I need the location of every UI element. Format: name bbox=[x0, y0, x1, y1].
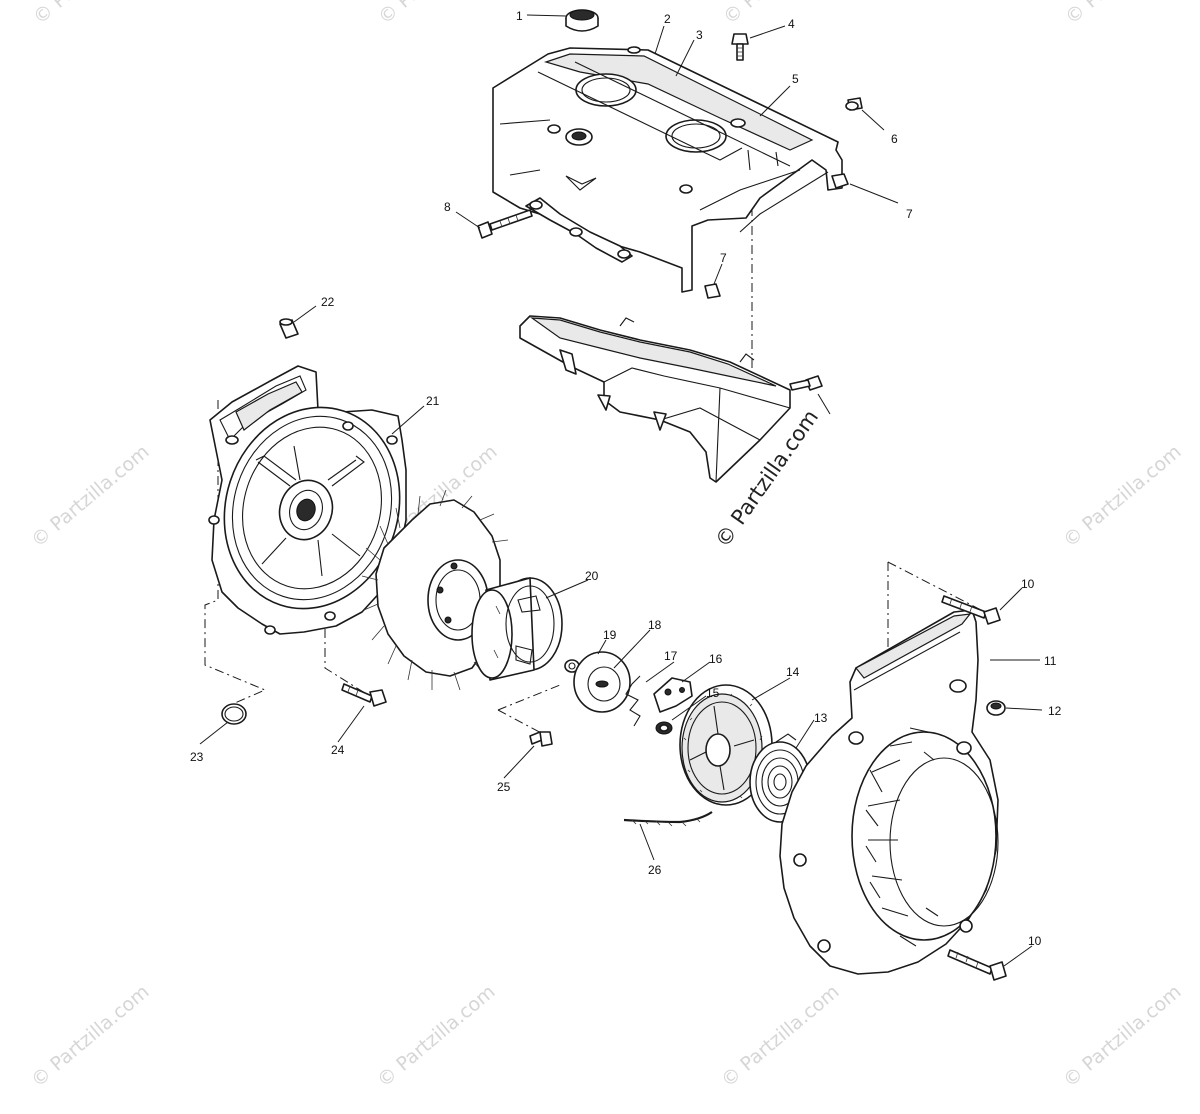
callout-7: 7 bbox=[906, 207, 913, 221]
callout-19: 19 bbox=[603, 628, 617, 642]
callout-4: 4 bbox=[788, 17, 795, 31]
callout-3: 3 bbox=[696, 28, 703, 42]
watermark: © Partzilla.com bbox=[27, 981, 153, 1092]
recoil-housing-part bbox=[779, 609, 999, 975]
callout-15: 15 bbox=[706, 686, 720, 700]
callout-22: 22 bbox=[321, 295, 335, 309]
callout-17: 17 bbox=[664, 649, 678, 663]
watermark: © Partzilla.com bbox=[374, 0, 500, 29]
rope-part-26 bbox=[623, 811, 713, 827]
callout-11: 11 bbox=[1044, 654, 1057, 668]
callout-labels: 1 2 3 4 5 6 7 7 8 22 21 20 19 18 17 16 1… bbox=[190, 9, 1062, 948]
callout-7: 7 bbox=[720, 251, 727, 265]
callout-13: 13 bbox=[814, 711, 828, 725]
watermark: © Partzilla.com bbox=[1059, 981, 1185, 1092]
screw-part-6 bbox=[845, 97, 863, 111]
coil-part-15 bbox=[655, 721, 673, 735]
callout-26: 26 bbox=[648, 863, 662, 877]
watermark: © Partzilla.com bbox=[27, 441, 153, 552]
watermark: © Partzilla.com bbox=[1061, 0, 1187, 29]
callout-1: 1 bbox=[516, 9, 523, 23]
watermark: © Partzilla.com bbox=[373, 981, 499, 1092]
callout-2: 2 bbox=[664, 12, 671, 26]
grommet-part-7 bbox=[704, 173, 849, 299]
watermark: © Partzilla.com bbox=[719, 0, 845, 29]
callout-23: 23 bbox=[190, 750, 204, 764]
callout-24: 24 bbox=[331, 743, 345, 757]
callout-10: 10 bbox=[1028, 934, 1042, 948]
fan-housing-part bbox=[208, 365, 407, 635]
recoil-pulley-part bbox=[679, 684, 773, 806]
callout-12: 12 bbox=[1048, 704, 1062, 718]
bolt-part-4 bbox=[731, 33, 749, 61]
watermark: © Partzilla.com bbox=[717, 981, 843, 1092]
watermark: © Partzilla.com bbox=[1059, 441, 1185, 552]
bolt-part-25 bbox=[529, 731, 553, 747]
pawl-part-16 bbox=[653, 677, 693, 713]
callout-8: 8 bbox=[444, 200, 451, 214]
air-duct-part bbox=[519, 315, 791, 483]
spring-part-17 bbox=[625, 675, 641, 727]
duct-bolt-part bbox=[789, 375, 823, 391]
grommet-part-12 bbox=[986, 700, 1006, 716]
callout-16: 16 bbox=[709, 652, 723, 666]
leader-lines bbox=[199, 14, 1043, 967]
dowel-part-22 bbox=[279, 318, 299, 339]
callout-6: 6 bbox=[891, 132, 898, 146]
callout-20: 20 bbox=[585, 569, 599, 583]
washer-part-18 bbox=[573, 651, 631, 713]
callout-21: 21 bbox=[426, 394, 440, 408]
filler-cap-part bbox=[565, 9, 599, 32]
bolt-part-8 bbox=[477, 209, 533, 239]
callout-18: 18 bbox=[648, 618, 662, 632]
watermark: © Partzilla.com bbox=[29, 0, 155, 29]
engine-top-cover-part bbox=[492, 46, 843, 293]
drive-hub-part-20 bbox=[471, 577, 563, 681]
plug-part-23 bbox=[221, 703, 247, 725]
callout-5: 5 bbox=[792, 72, 799, 86]
long-bolt-part-10 bbox=[941, 595, 1007, 981]
callout-25: 25 bbox=[497, 780, 511, 794]
callout-14: 14 bbox=[786, 665, 800, 679]
bolt-part-24 bbox=[341, 683, 387, 707]
callout-10: 10 bbox=[1021, 577, 1035, 591]
